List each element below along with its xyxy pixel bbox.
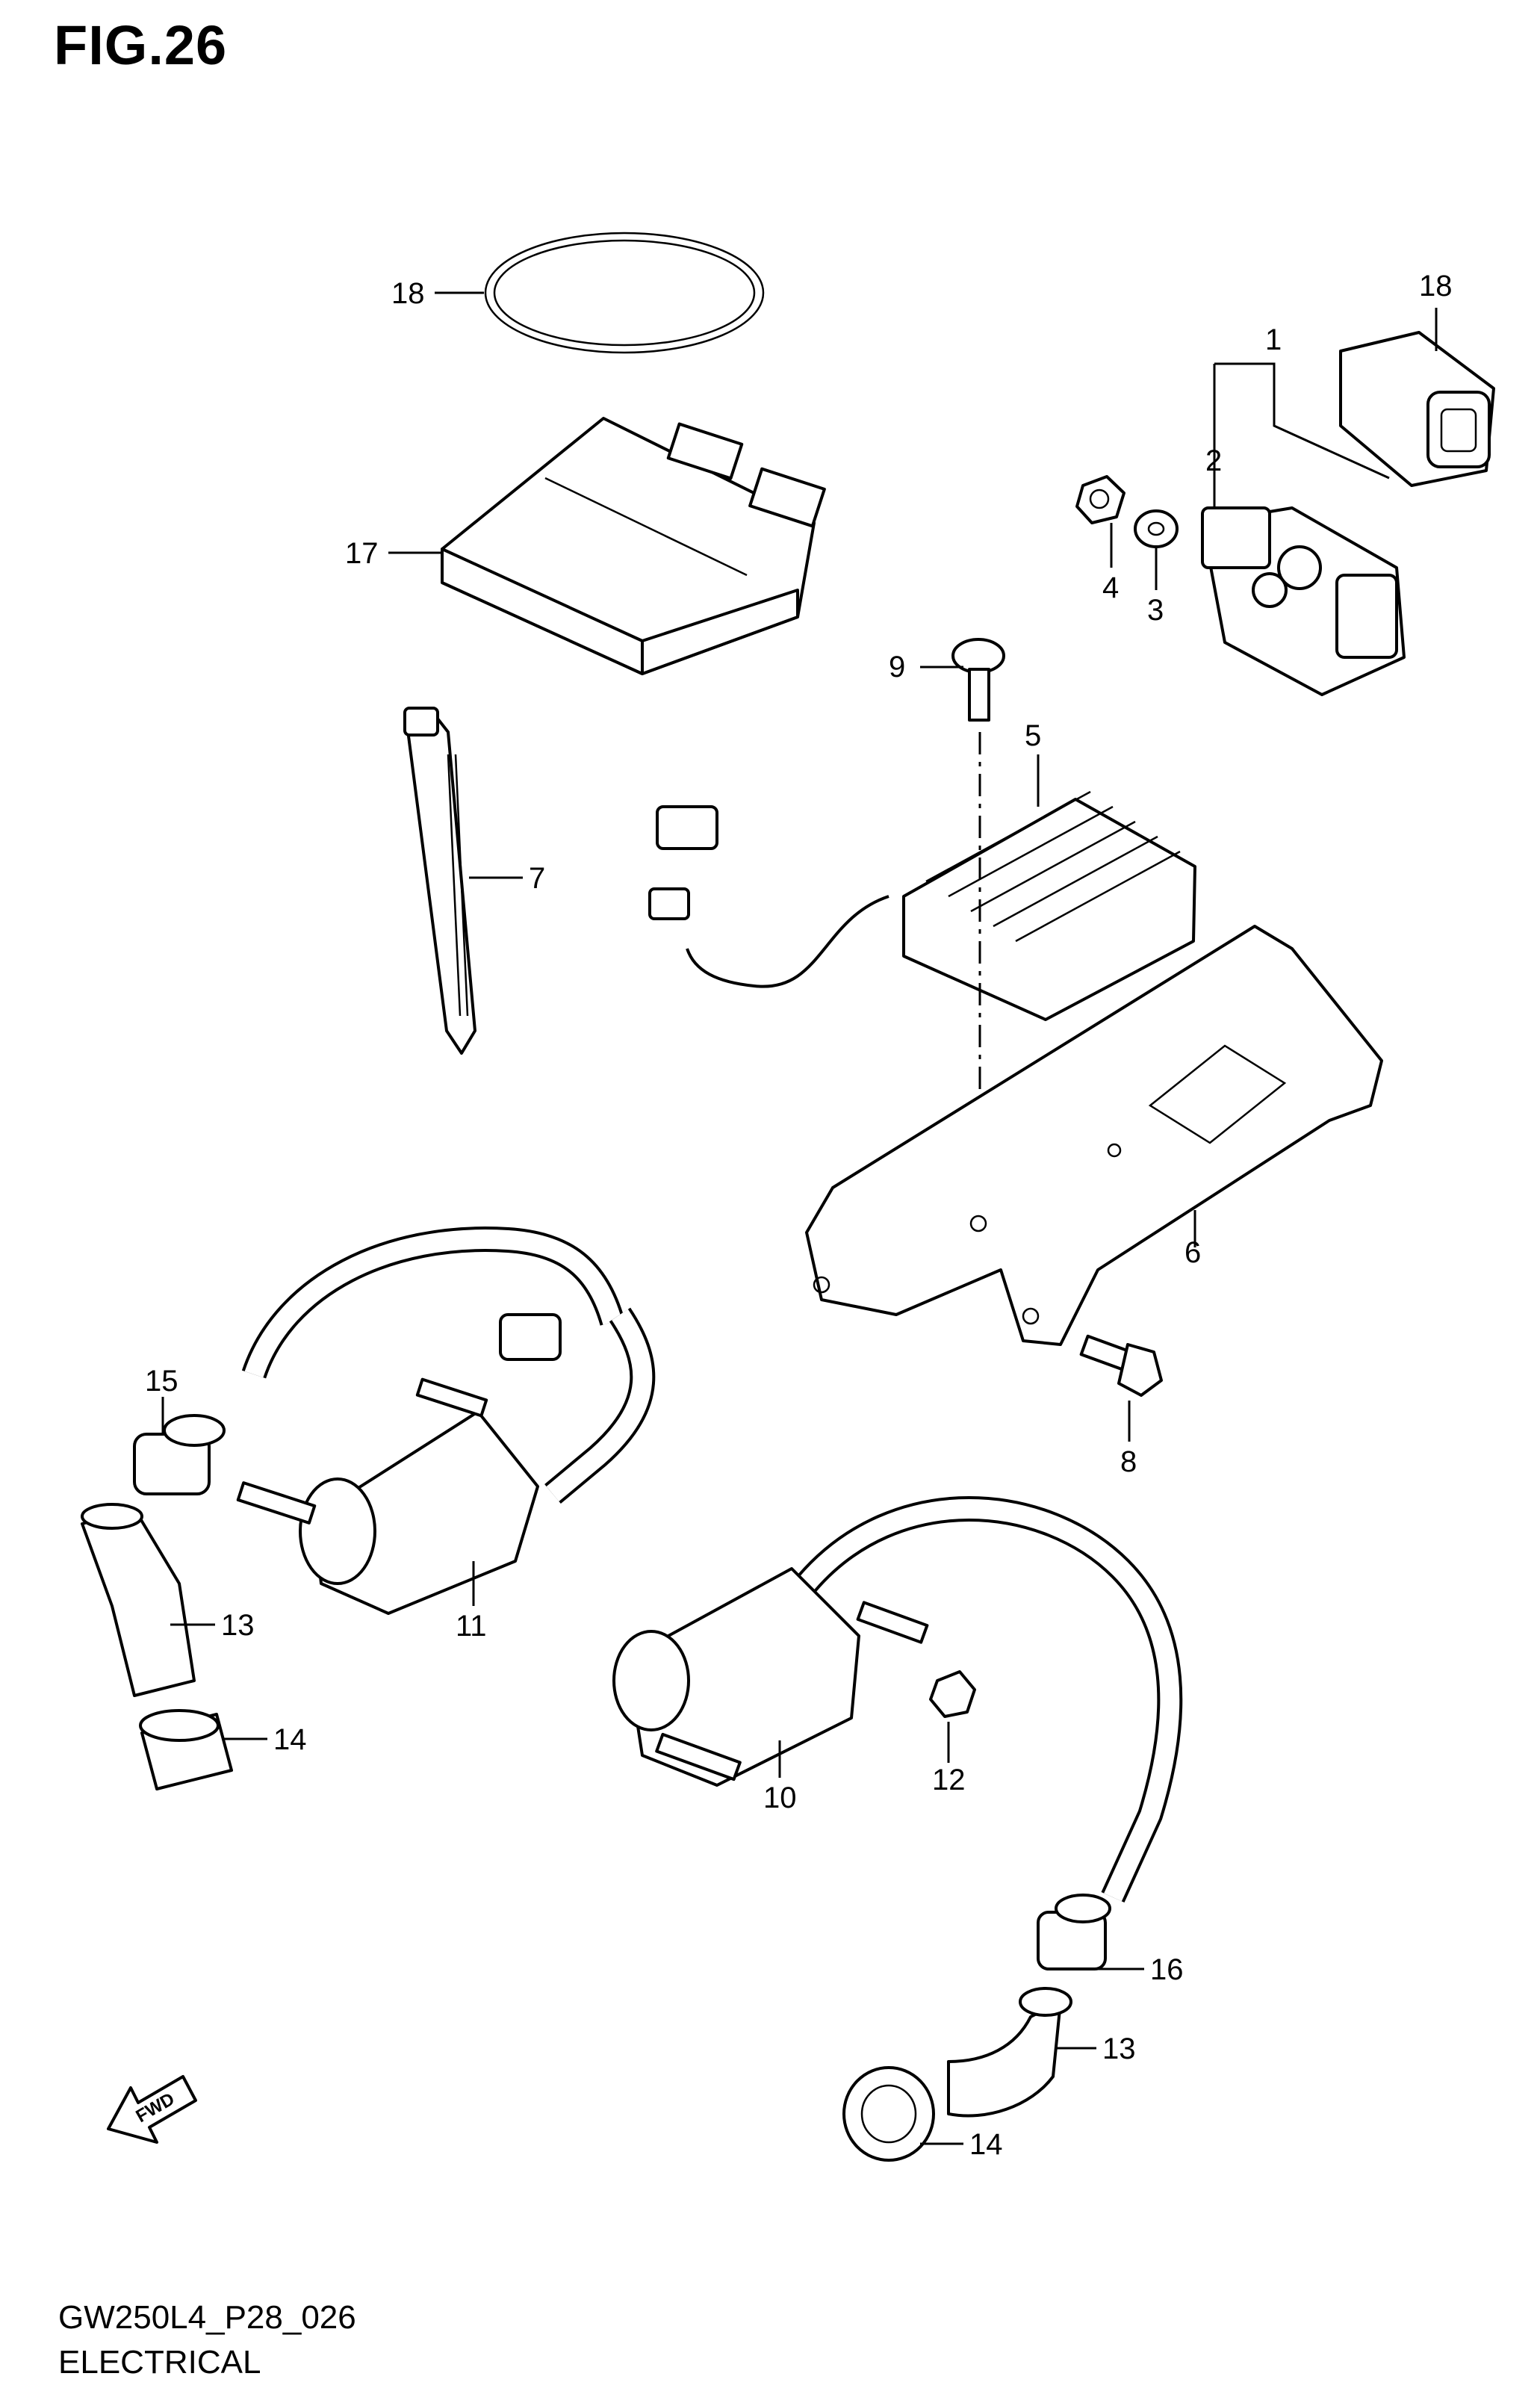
- part-17-band: [484, 232, 765, 354]
- part-14-boot-upper: [139, 1709, 233, 1790]
- callout-3: 3: [1147, 594, 1164, 627]
- callout-15-upper: 15: [145, 1365, 178, 1398]
- part-5-regulator: [648, 790, 1196, 1021]
- part-15-cap-seal-lower: [1037, 1894, 1111, 1970]
- callout-leaders: [161, 291, 1438, 2145]
- callout-1: 1: [1265, 323, 1282, 356]
- callout-14-lower: 14: [969, 2128, 1003, 2161]
- part-3-washer: [1134, 509, 1179, 548]
- callout-13-upper: 13: [221, 1609, 255, 1642]
- figure-section: ELECTRICAL: [58, 2344, 261, 2381]
- callout-14-upper: 14: [273, 1723, 307, 1756]
- part-10-ignition-coil: [612, 1496, 1183, 1903]
- part-12-nut: [929, 1670, 976, 1718]
- callout-9: 9: [889, 651, 905, 683]
- part-6-bracket: [805, 925, 1383, 1346]
- part-8-bolt: [1079, 1334, 1163, 1397]
- callout-12: 12: [932, 1764, 966, 1796]
- fwd-direction-arrow: FWD: [107, 2075, 197, 2144]
- callout-2: 2: [1205, 444, 1222, 477]
- part-13-plug-cap-lower: [947, 1987, 1072, 2118]
- callout-15-lower: 16: [1150, 1953, 1184, 1986]
- part-4-nut: [1075, 475, 1125, 524]
- callout-numbers: 18 17 7 18 1 2 4 3 9 5 6 8 15 11 13 14 1…: [145, 270, 1453, 2161]
- part-13-plug-cap-upper: [81, 1503, 196, 1697]
- part-1-starter-relay: [1201, 506, 1406, 696]
- callout-11: 11: [456, 1610, 487, 1643]
- part-15-cap-seal-upper: [133, 1414, 226, 1495]
- part-18-coupler: [1339, 331, 1495, 487]
- part-11-ignition-coil: [236, 1227, 656, 1615]
- callout-5: 5: [1025, 719, 1041, 752]
- callout-7: 7: [529, 862, 545, 895]
- callout-18: 18: [1419, 270, 1453, 303]
- figure-code: GW250L4_P28_026: [58, 2299, 356, 2336]
- part-9-screw: [951, 638, 1005, 722]
- callout-10: 10: [763, 1781, 797, 1814]
- part-7-cable-tie: [403, 707, 476, 1055]
- callout-13-lower: 13: [1102, 2032, 1136, 2065]
- callout-16: 17: [345, 537, 379, 570]
- callout-17: 18: [391, 277, 425, 310]
- callout-4: 4: [1102, 571, 1119, 604]
- callout-6: 6: [1185, 1236, 1201, 1269]
- figure-title: FIG.26: [54, 14, 228, 76]
- part-16-ecm: [441, 417, 826, 675]
- part-14-boot-lower: [842, 2066, 935, 2162]
- callout-8: 8: [1120, 1445, 1137, 1478]
